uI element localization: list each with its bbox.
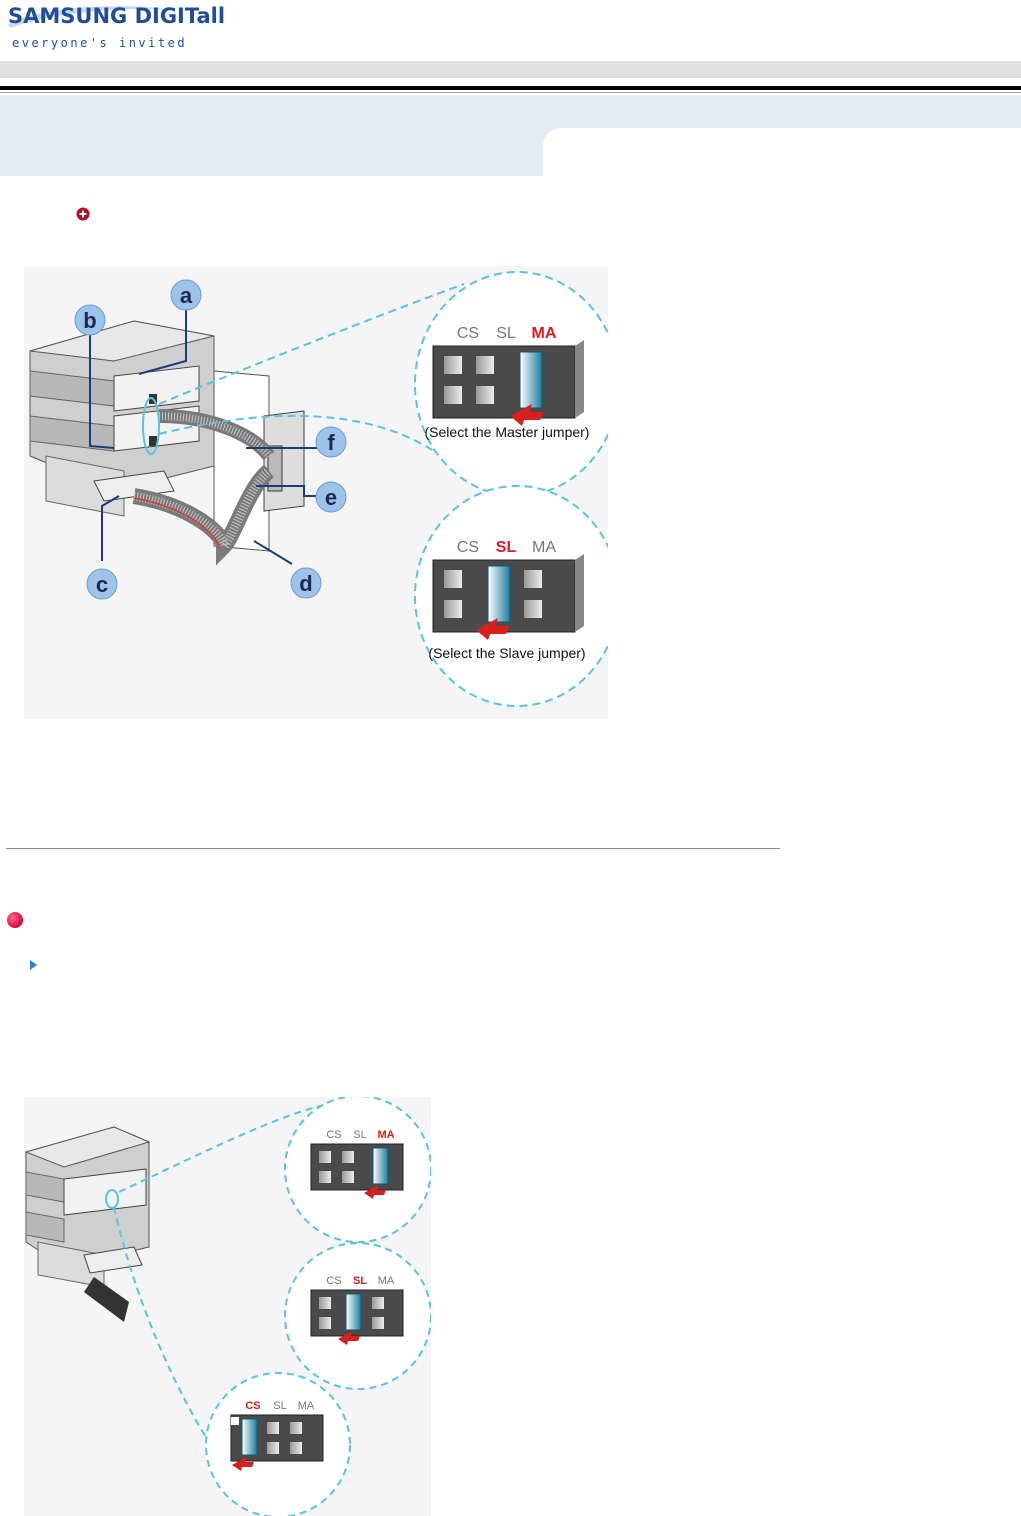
samsung-logo: SAMSUNG DIGITall everyone's invited [6,2,184,54]
plus-circle-icon [76,207,90,221]
callout-b: b [75,305,105,335]
cable-select-zoom-2: CS SL MA [206,1373,350,1516]
master-cs-label: CS [457,325,479,342]
title-band-tab [543,95,1021,128]
triangle-right-icon [28,958,38,972]
logo-tagline: everyone's invited [12,36,187,50]
slave-sl-label: SL [496,539,517,556]
fig2-master-sl-label: SL [353,1129,366,1141]
master-jumper-zoom: CS SL MA (Select the Master jumper) [415,272,608,496]
drive-jumper-figure: a b c d e f CS SL [24,266,608,719]
svg-text:f: f [327,430,335,455]
title-band [0,95,543,176]
section-divider [6,848,780,849]
callout-f: f [316,427,346,457]
slave-caption: (Select the Slave jumper) [428,645,585,661]
master-caption: (Select the Master jumper) [425,424,590,440]
header-black-rule [0,86,1021,90]
master-ma-label: MA [532,325,557,342]
fig2-cs-sl-label: SL [273,1400,286,1412]
slave-cs-label: CS [457,539,479,556]
svg-text:c: c [96,572,108,597]
svg-text:a: a [180,283,193,308]
fig2-cs-ma-label: MA [298,1400,315,1412]
logo-brand-text: SAMSUNG DIGITall [8,4,225,28]
fig2-master-ma-label: MA [377,1129,394,1141]
pink-dot-icon [7,912,23,928]
fig2-slave-sl-label: SL [353,1275,367,1287]
svg-text:b: b [83,308,96,333]
svg-text:e: e [325,485,337,510]
fig2-slave-cs-label: CS [326,1275,341,1287]
title-band-corner [543,128,567,176]
slave-zoom-2: CS SL MA [285,1243,431,1389]
slave-jumper-zoom: CS SL MA (Select the Slave jumper) [415,486,608,706]
slave-ma-label: MA [532,539,556,556]
drive-bay-2 [26,1127,149,1322]
header-thin-rule [0,92,1021,93]
fig2-master-cs-label: CS [326,1129,341,1141]
fig2-slave-ma-label: MA [378,1275,395,1287]
callout-a: a [171,280,201,310]
single-drive-jumper-figure: CS SL MA CS SL MA CS [24,1097,431,1516]
figure2-illustration: CS SL MA CS SL MA CS [24,1097,431,1516]
fig2-cs-cs-label: CS [245,1400,260,1412]
callout-d: d [291,568,321,598]
figure1-illustration: a b c d e f CS SL [24,266,608,719]
master-sl-label: SL [496,325,516,342]
callout-e: e [316,482,346,512]
master-zoom-2: CS SL MA [285,1097,431,1242]
callout-c: c [87,569,117,599]
header-grey-band [0,61,1021,78]
svg-text:d: d [299,571,312,596]
